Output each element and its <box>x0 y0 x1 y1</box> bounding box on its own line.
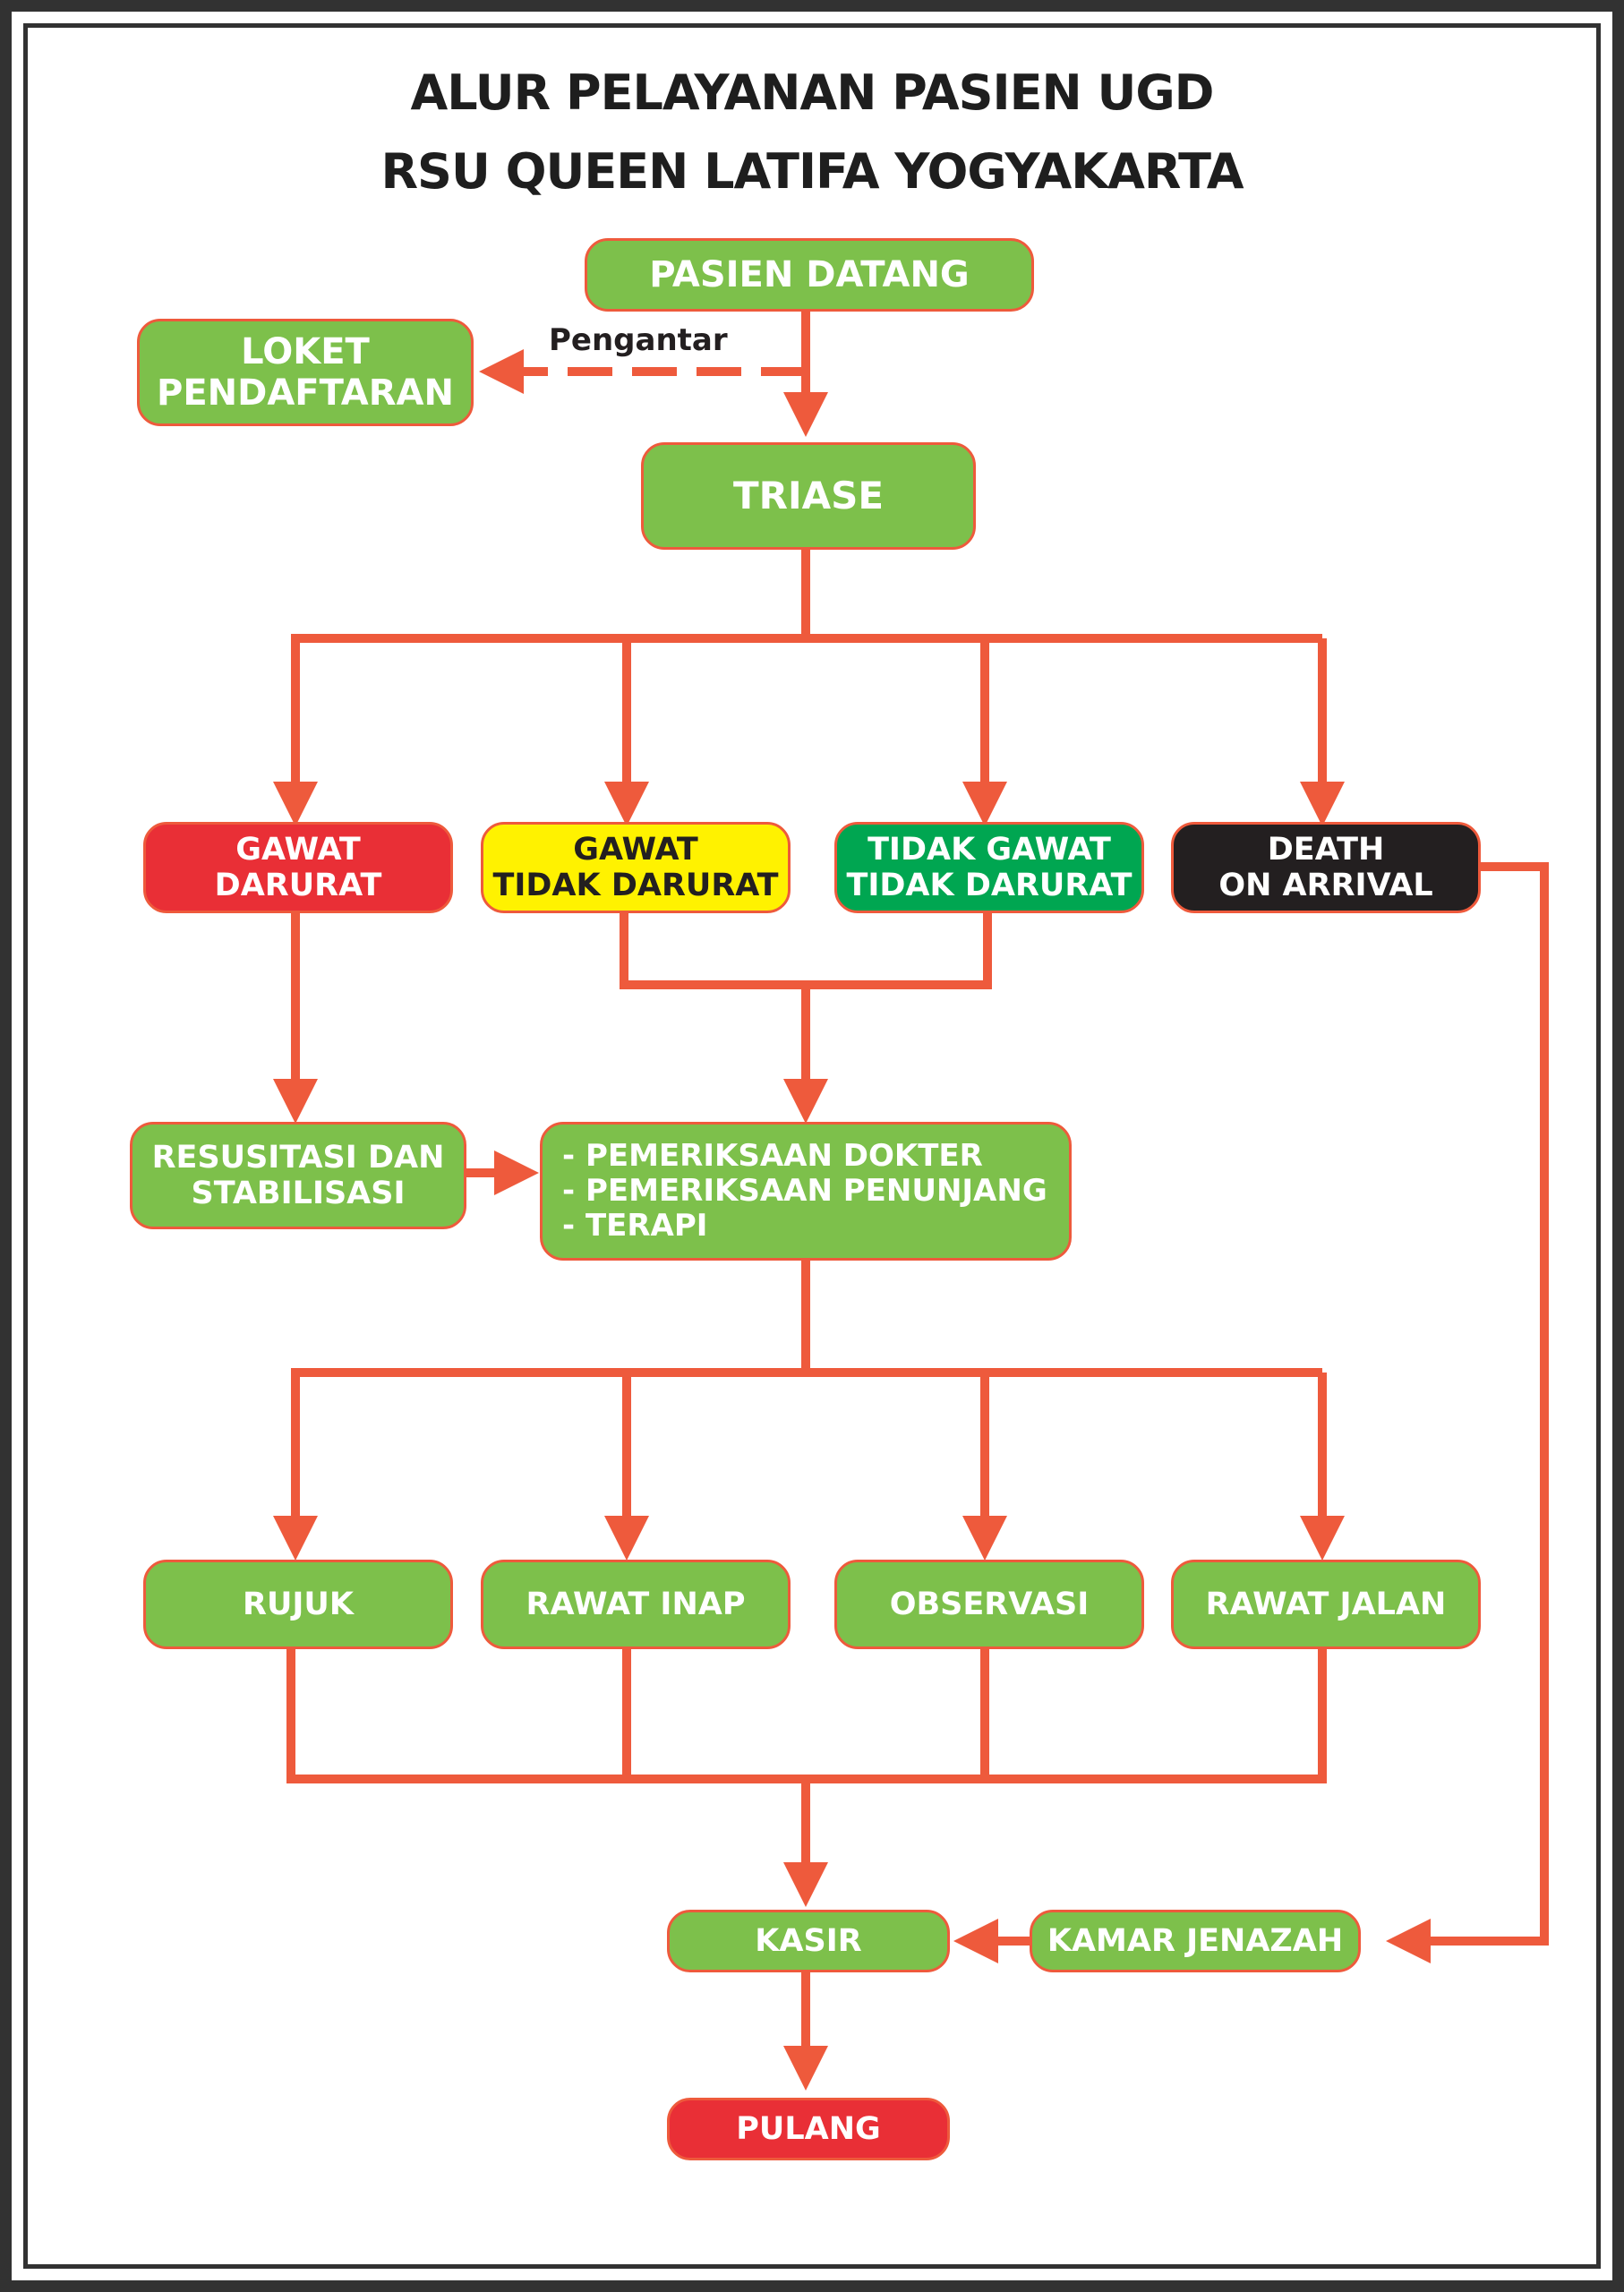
node-rujuk: RUJUK <box>143 1560 453 1649</box>
node-triase: TRIASE <box>641 442 976 550</box>
node-rawat-inap: RAWAT INAP <box>481 1560 791 1649</box>
node-kamar-jenazah: KAMAR JENAZAH <box>1030 1910 1361 1972</box>
node-kasir: KASIR <box>667 1910 950 1972</box>
node-death-on-arrival: DEATH ON ARRIVAL <box>1171 822 1481 913</box>
node-pulang: PULANG <box>667 2098 950 2160</box>
node-pasien-datang: PASIEN DATANG <box>585 238 1034 312</box>
edge-merge-to-pemeriksaan <box>620 911 992 989</box>
node-loket-pendaftaran: LOKET PENDAFTARAN <box>137 319 474 426</box>
node-pemeriksaan: - PEMERIKSAAN DOKTER - PEMERIKSAAN PENUN… <box>540 1122 1072 1261</box>
node-observasi: OBSERVASI <box>834 1560 1144 1649</box>
edge-outcomes-merge <box>286 1647 1327 1783</box>
label-pengantar: Pengantar <box>549 322 728 358</box>
node-rawat-jalan: RAWAT JALAN <box>1171 1560 1481 1649</box>
node-resusitasi-stabilisasi: RESUSITASI DAN STABILISASI <box>130 1122 466 1229</box>
node-gawat-darurat: GAWAT DARURAT <box>143 822 453 913</box>
edge-death-to-jenazah <box>1386 862 1549 1963</box>
title-line-1: ALUR PELAYANAN PASIEN UGD <box>410 64 1215 121</box>
inner-frame <box>23 23 1601 2269</box>
title-line-2: RSU QUEEN LATIFA YOGYAKARTA <box>380 143 1244 200</box>
node-gawat-tidak-darurat: GAWAT TIDAK DARURAT <box>481 822 791 913</box>
node-tidak-gawat-tidak-darurat: TIDAK GAWAT TIDAK DARURAT <box>834 822 1144 913</box>
